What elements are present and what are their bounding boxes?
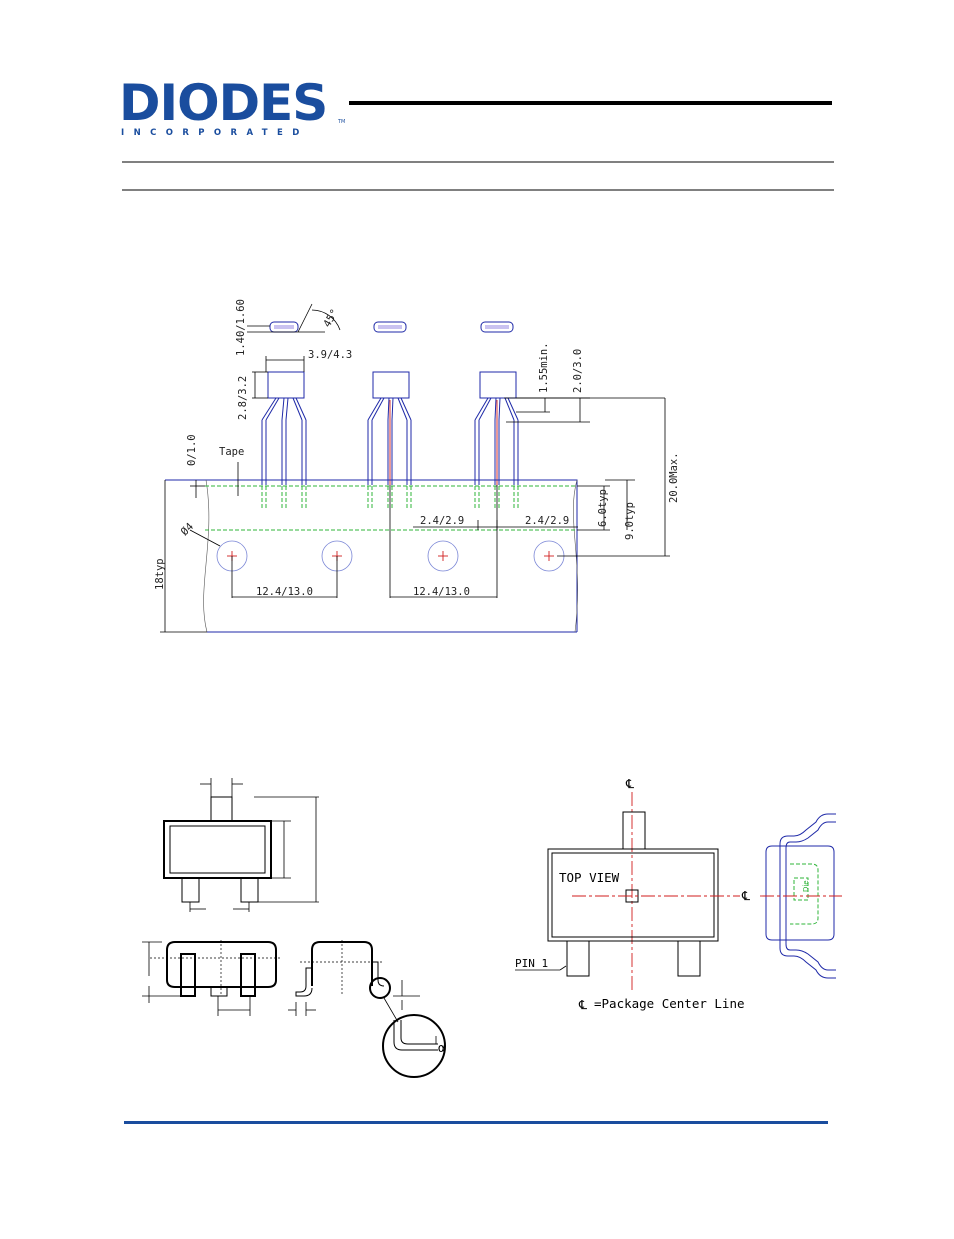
tape-packing-drawing: 1.40/1.60 3.9/4.3 45° 2.8/3.2 1.55min. 2… bbox=[154, 299, 680, 633]
dim-lead-length: 2.0/3.0 bbox=[572, 349, 584, 393]
pin1-label: PIN 1 bbox=[515, 957, 548, 970]
lead-outline-fill bbox=[485, 325, 509, 329]
dim-typ-6: 6.0typ bbox=[597, 489, 609, 527]
centerline-legend: =Package Center Line bbox=[594, 996, 745, 1011]
component-body bbox=[479, 371, 517, 399]
lead-outline-top bbox=[480, 321, 514, 333]
dim-typ-9: 9.0typ bbox=[624, 502, 636, 540]
logo-subtitle: INCORPORATED bbox=[121, 128, 309, 138]
dim-body-height: 2.8/3.2 bbox=[237, 376, 249, 420]
dim-span-b: 12.4/13.0 bbox=[413, 586, 470, 598]
diodes-logo: DIODES INCORPORATED TM bbox=[119, 74, 345, 138]
centerline-symbol-right: ℄ bbox=[741, 888, 751, 903]
alpha-label: α bbox=[438, 1040, 446, 1055]
dim-lead-thickness: 1.40/1.60 bbox=[235, 299, 247, 356]
logo-trademark: TM bbox=[337, 119, 345, 125]
component-leads bbox=[261, 397, 519, 485]
centerline-symbol-top: ℄ bbox=[625, 776, 635, 791]
tape-label: Tape bbox=[219, 446, 244, 458]
dim-max-height: 20.0Max. bbox=[668, 452, 680, 503]
dim-span-a: 12.4/13.0 bbox=[256, 586, 313, 598]
dim-hole-dia: Ø4 bbox=[179, 521, 196, 538]
lead-outline-fill bbox=[274, 325, 294, 329]
sprocket-hole bbox=[427, 540, 459, 572]
dim-min-height: 1.55min. bbox=[538, 342, 550, 393]
top-view-label: TOP VIEW bbox=[559, 870, 620, 885]
dim-pitch-b: 2.4/2.9 bbox=[525, 515, 569, 527]
package-outline-drawing: α bbox=[142, 778, 446, 1078]
centerline-symbol-legend: ℄ bbox=[578, 997, 588, 1012]
dim-offset: 0/1.0 bbox=[186, 434, 198, 466]
footer-rule bbox=[124, 1121, 828, 1124]
package-centerline-drawing: ℄ ℄ TOP VIEW PIN 1 ℄ =Package Center Lin… bbox=[515, 776, 842, 1012]
lead-outline-fill bbox=[378, 325, 402, 329]
lead-outline-top bbox=[373, 321, 407, 333]
die-label: Die bbox=[802, 880, 810, 892]
logo-wordmark: DIODES bbox=[119, 74, 327, 132]
component-body bbox=[267, 371, 305, 399]
package-side-body bbox=[765, 845, 835, 941]
dim-body-width: 3.9/4.3 bbox=[308, 349, 352, 361]
dim-typ-18: 18typ bbox=[154, 558, 166, 590]
component-body bbox=[372, 371, 410, 399]
header-rule-thick bbox=[349, 101, 832, 105]
tape-outline bbox=[165, 479, 578, 633]
dim-pitch-a: 2.4/2.9 bbox=[420, 515, 464, 527]
